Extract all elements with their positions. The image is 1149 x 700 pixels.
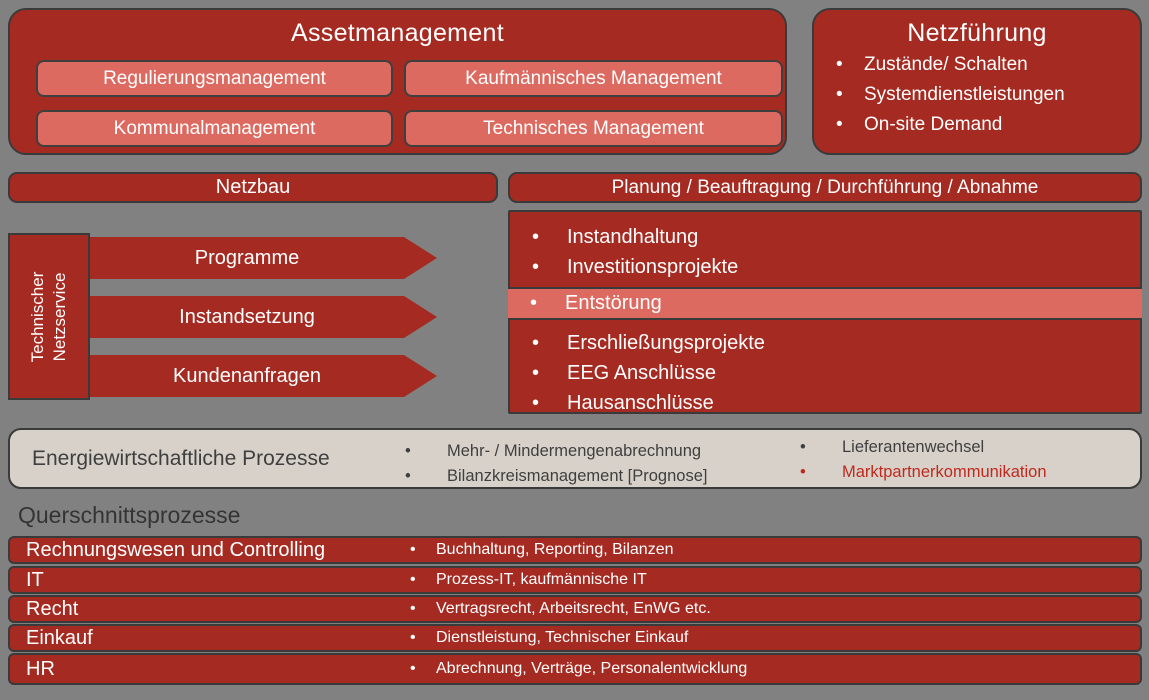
technischer-netzservice-label: Technischer Netzservice [27, 233, 71, 400]
netzfuehrung-list: Zustände/ Schalten Systemdienstleistunge… [814, 50, 1140, 140]
kundenanfragen-arrow: Kundenanfragen [90, 355, 437, 397]
row-label: Einkauf [26, 626, 93, 649]
netzbau-header: Netzbau [8, 172, 498, 203]
kaufmaennisches-management-shape: Kaufmännisches Management [404, 60, 783, 97]
highlighted-list-item: Entstörung [508, 289, 1142, 318]
energiewirtschaft-title: Energiewirtschaftliche Prozesse [32, 446, 330, 470]
list-item: Zustände/ Schalten [814, 50, 1140, 80]
programme-arrow: Programme [90, 237, 437, 279]
assetmanagement-box: Assetmanagement Regulierungsmanagement K… [8, 8, 787, 155]
list-item: Systemdienstleistungen [814, 80, 1140, 110]
row-label: IT [26, 568, 44, 591]
row-detail: Vertragsrecht, Arbeitsrecht, EnWG etc. [402, 600, 711, 618]
energiewirtschaft-col1: Mehr- / Mindermengenabrechnung Bilanzkre… [403, 439, 707, 489]
energiewirtschaft-box: Energiewirtschaftliche Prozesse Mehr- / … [8, 428, 1142, 489]
row-label: Rechnungswesen und Controlling [26, 538, 326, 561]
list-item: Instandhaltung [510, 222, 1140, 252]
instandsetzung-arrow: Instandsetzung [90, 296, 437, 338]
list-item: Investitionsprojekte [510, 252, 1140, 282]
technisches-management-shape: Technisches Management [404, 110, 783, 147]
regulierungsmanagement-shape: Regulierungsmanagement [36, 60, 393, 97]
list-item: Erschließungsprojekte [510, 328, 1140, 358]
netzfuehrung-title: Netzführung [907, 19, 1047, 47]
technischer-netzservice-box: Technischer Netzservice [8, 233, 90, 400]
list-item: EEG Anschlüsse [510, 358, 1140, 388]
planung-content-box: Instandhaltung Investitionsprojekte Ents… [508, 210, 1142, 418]
planung-group1: Instandhaltung Investitionsprojekte [510, 212, 1140, 282]
table-row: HR Abrechnung, Verträge, Personalentwick… [8, 653, 1142, 685]
service-label-line2: Netzservice [50, 272, 69, 361]
table-row: Einkauf Dienstleistung, Technischer Eink… [8, 624, 1142, 652]
row-detail: Abrechnung, Verträge, Personalentwicklun… [402, 660, 747, 678]
planung-group2: Erschließungsprojekte EEG Anschlüsse Hau… [510, 322, 1140, 418]
highlighted-list-item: Marktpartnerkommunikation [798, 460, 1047, 485]
table-row: Rechnungswesen und Controlling Buchhaltu… [8, 536, 1142, 564]
row-detail: Prozess-IT, kaufmännische IT [402, 571, 647, 589]
list-item: On-site Demand [814, 110, 1140, 140]
list-item: Hausanschlüsse [510, 388, 1140, 418]
querschnittsprozesse-title: Querschnittsprozesse [18, 502, 241, 528]
row-detail: Buchhaltung, Reporting, Bilanzen [402, 541, 674, 559]
row-detail: Dienstleistung, Technischer Einkauf [402, 629, 688, 647]
assetmanagement-title: Assetmanagement [291, 19, 504, 47]
service-label-line1: Technischer [27, 271, 47, 362]
row-label: HR [26, 657, 55, 680]
table-row: Recht Vertragsrecht, Arbeitsrecht, EnWG … [8, 595, 1142, 623]
kommunalmanagement-shape: Kommunalmanagement [36, 110, 393, 147]
planung-header: Planung / Beauftragung / Durchführung / … [508, 172, 1142, 203]
energiewirtschaft-col2: Lieferantenwechsel Marktpartnerkommunika… [798, 435, 1047, 485]
netzfuehrung-box: Netzführung Zustände/ Schalten Systemdie… [812, 8, 1142, 155]
planung-highlight-row: Entstörung [508, 287, 1142, 320]
list-item: Mehr- / Mindermengenabrechnung [403, 439, 707, 464]
list-item: Bilanzkreismanagement [Prognose] [403, 464, 707, 489]
assetmanagement-button-grid: Regulierungsmanagement Kaufmännisches Ma… [36, 60, 783, 147]
row-label: Recht [26, 597, 79, 620]
list-item: Lieferantenwechsel [798, 435, 1047, 460]
table-row: IT Prozess-IT, kaufmännische IT [8, 566, 1142, 594]
